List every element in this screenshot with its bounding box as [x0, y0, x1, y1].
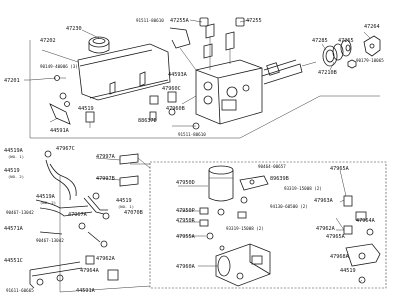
label-no1-a: (NO. 1) [8, 154, 24, 159]
brake-lines [35, 150, 110, 248]
clip-44591a [49, 103, 71, 125]
label-44591a-lower: 44591A [76, 288, 96, 294]
label-90464-00657: 90464-00657 [258, 164, 286, 169]
label-47955a: 47955A [176, 234, 196, 240]
caps-47255 [199, 17, 245, 27]
label-88637d: 88637D [138, 118, 157, 124]
label-47264: 47264 [364, 24, 380, 30]
label-44519-lower: 44519 [340, 268, 356, 274]
label-47265: 47265 [338, 38, 354, 44]
label-47255a: 47255A [170, 18, 190, 24]
boot-47285 [322, 39, 352, 67]
upper-bracket-frame [24, 40, 380, 139]
label-94130-60500: 94130-60500 (2) [270, 204, 308, 209]
label-44551c: 44551C [4, 258, 23, 264]
harness-44551c [29, 255, 119, 289]
clevis-47264 [363, 35, 381, 57]
label-no2-b: (NO. 2) [40, 200, 56, 205]
label-89639b: 89639B [270, 176, 289, 182]
label-47965a-a: 47965A [330, 166, 350, 172]
label-47960b: 47960B [166, 106, 185, 112]
label-47960a: 47960A [176, 264, 196, 270]
label-47201: 47201 [4, 78, 20, 84]
label-91511-80610-b: 91511-80610 [178, 132, 206, 137]
reservoir-tank [77, 36, 171, 101]
label-47070b: 47070B [124, 210, 143, 216]
pushrod-47210b [261, 59, 317, 85]
label-47210b: 47210B [318, 70, 337, 76]
fitting-44519 [85, 111, 95, 128]
label-44593a: 44593A [168, 72, 188, 78]
accumulator-47950d [208, 165, 234, 216]
label-44519-no1: 44519 [116, 198, 132, 204]
nut-90179 [347, 59, 357, 69]
part-labels: 47230 91511-80610 47255A 47255 47264 472… [4, 18, 384, 294]
label-91511-80610: 91511-80610 [136, 18, 164, 23]
label-47202: 47202 [40, 38, 56, 44]
label-47967c: 47967C [56, 146, 75, 152]
label-47965a-b: 47965A [326, 234, 346, 240]
label-47255: 47255 [246, 18, 262, 24]
label-93319-15008-a: 93319-15008 (2) [284, 186, 322, 191]
label-no2-a: (NO. 2) [8, 174, 24, 179]
label-90149-40006: 90149-40006 (3) [40, 64, 78, 69]
label-47960c: 47960C [162, 86, 181, 92]
label-47964a-b: 47964A [80, 268, 100, 274]
label-47950r: 47950R [176, 218, 196, 224]
label-47962a-b: 47962A [96, 256, 116, 262]
bracket-89639b [237, 175, 269, 219]
label-44591a-upper: 44591A [50, 128, 70, 134]
label-90179-10065: 90179-10065 [356, 58, 384, 63]
booster-body [195, 23, 263, 125]
label-44519-upper: 44519 [78, 106, 94, 112]
label-47964a-a: 47964A [356, 218, 376, 224]
label-47963a: 47963A [314, 198, 334, 204]
label-44571a: 44571A [4, 226, 24, 232]
label-44519-no2: 44519 [4, 168, 20, 174]
pump-motor-47960a [215, 243, 271, 287]
leader-lines [29, 19, 371, 283]
label-47950p: 47950P [176, 208, 195, 214]
label-47285: 47285 [312, 38, 328, 44]
label-47997b: 47997B [96, 176, 115, 182]
tubes-47997 [119, 153, 151, 187]
reservoir-bolts [54, 75, 70, 107]
label-no1-b: (NO. 1) [118, 204, 134, 209]
small-parts-47950 [199, 207, 225, 251]
lower-bracket-frame [59, 161, 387, 293]
label-44519a-2: 44519A [36, 194, 56, 200]
label-47968a: 47968A [330, 254, 350, 260]
label-47230: 47230 [66, 26, 82, 32]
label-47962a-a: 47962A [316, 226, 336, 232]
bracket-44593a [169, 27, 197, 71]
label-47967a: 47967A [68, 212, 88, 218]
label-90467-13042-b: 90467-13042 [36, 238, 64, 243]
label-90467-13042: 90467-13042 [6, 210, 34, 215]
label-47997a: 47997A [96, 154, 116, 160]
label-44519a-1: 44519A [4, 148, 24, 154]
label-91611-60665: 91611-60665 [6, 288, 34, 293]
label-93319-15008-b: 93319-15008 (2) [226, 226, 264, 231]
label-47950d: 47950D [176, 180, 195, 186]
